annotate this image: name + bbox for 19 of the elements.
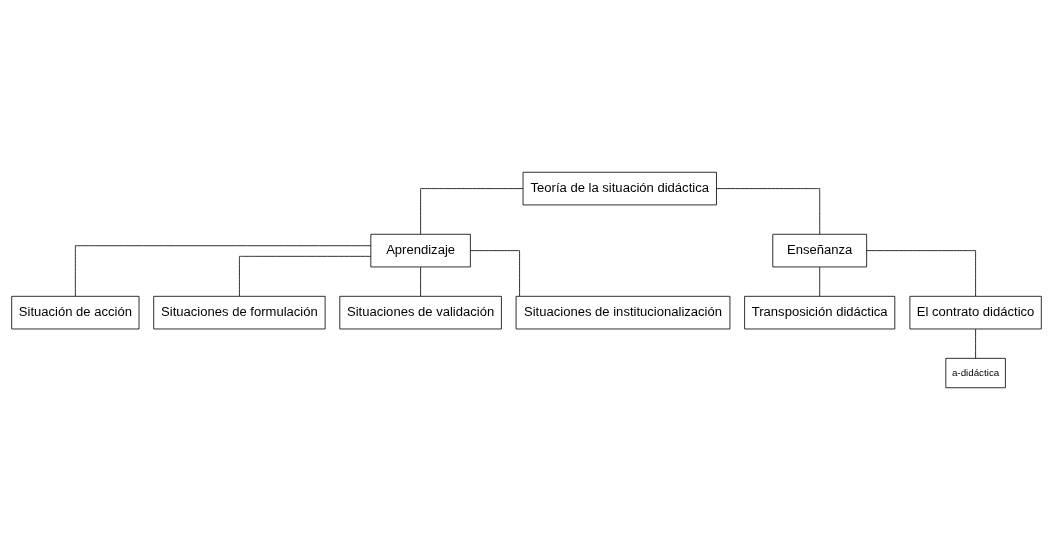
connector xyxy=(470,249,520,296)
node-box: Situaciones de institucionalización xyxy=(515,295,731,329)
connector xyxy=(420,266,421,297)
connector xyxy=(866,249,976,296)
node-box: Situaciones de formulación xyxy=(153,295,326,329)
node-box: Transposición didáctica xyxy=(744,295,896,329)
node-box: a-didáctica xyxy=(945,357,1006,388)
connector xyxy=(239,255,372,296)
connector xyxy=(74,244,372,296)
connector xyxy=(420,187,524,234)
node-box: Situación de acción xyxy=(11,295,140,329)
connector xyxy=(819,266,821,297)
connector xyxy=(975,328,976,359)
node-box: El contrato didáctico xyxy=(909,295,1042,329)
connector xyxy=(716,187,821,234)
node-box: Situaciones de validación xyxy=(339,295,502,329)
node-box: Aprendizaje xyxy=(370,233,471,267)
node-box: Teoría de la situación didáctica xyxy=(522,171,717,205)
node-box: Enseñanza xyxy=(772,233,868,267)
